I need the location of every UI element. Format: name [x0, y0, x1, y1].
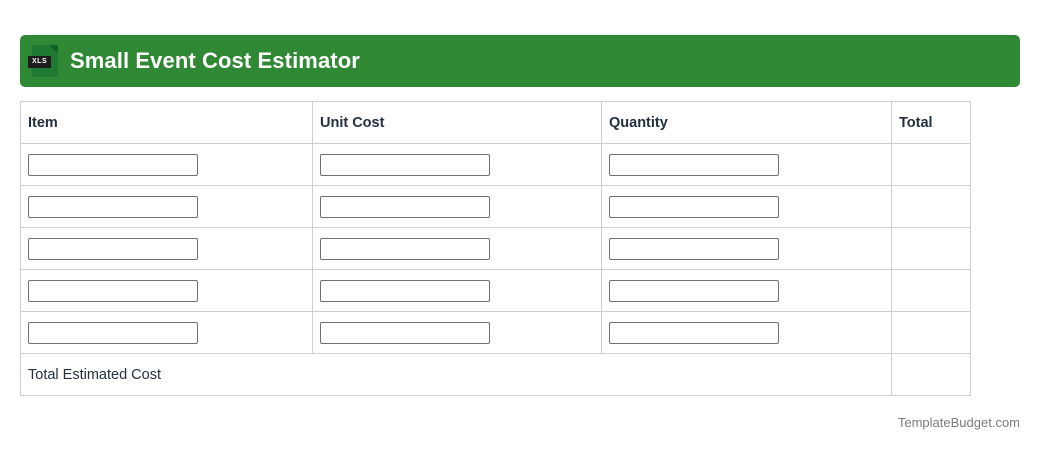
quantity-input-5[interactable]	[609, 321, 779, 344]
app-title-bar: XLS Small Event Cost Estimator	[20, 35, 1020, 87]
xls-file-icon: XLS	[28, 45, 58, 77]
table-row	[20, 311, 971, 354]
table-row	[20, 269, 971, 312]
xls-icon-label: XLS	[28, 56, 52, 68]
cell-quantity-4	[601, 269, 892, 312]
table-header: Item Unit Cost Quantity Total	[20, 101, 971, 144]
table-header-row: Item Unit Cost Quantity Total	[20, 101, 971, 144]
quantity-input-1[interactable]	[609, 153, 779, 176]
table-row	[20, 227, 971, 270]
cell-total-4	[891, 269, 971, 312]
unit-cost-input-4[interactable]	[320, 279, 490, 302]
unit-cost-input-5[interactable]	[320, 321, 490, 344]
cell-item-2	[20, 185, 313, 228]
cell-total-3	[891, 227, 971, 270]
cell-unit-cost-5	[312, 311, 602, 354]
cell-quantity-3	[601, 227, 892, 270]
cell-quantity-1	[601, 143, 892, 186]
item-input-4[interactable]	[28, 279, 198, 302]
column-header-unit-cost: Unit Cost	[312, 101, 602, 144]
item-input-2[interactable]	[28, 195, 198, 218]
column-header-total: Total	[891, 101, 971, 144]
cell-total-2	[891, 185, 971, 228]
table-row	[20, 185, 971, 228]
footer-branding: TemplateBudget.com	[897, 415, 1020, 430]
cell-item-5	[20, 311, 313, 354]
cell-total-5	[891, 311, 971, 354]
cell-unit-cost-2	[312, 185, 602, 228]
cell-item-1	[20, 143, 313, 186]
total-estimated-cost-label: Total Estimated Cost	[20, 353, 892, 396]
cell-item-3	[20, 227, 313, 270]
cell-unit-cost-4	[312, 269, 602, 312]
table-row	[20, 143, 971, 186]
item-input-3[interactable]	[28, 237, 198, 260]
table-body: Total Estimated Cost	[20, 143, 971, 396]
total-estimated-cost-value	[891, 353, 971, 396]
cell-quantity-2	[601, 185, 892, 228]
item-input-1[interactable]	[28, 153, 198, 176]
quantity-input-3[interactable]	[609, 237, 779, 260]
column-header-quantity: Quantity	[601, 101, 892, 144]
cell-unit-cost-3	[312, 227, 602, 270]
table-summary-row: Total Estimated Cost	[20, 353, 971, 396]
cell-unit-cost-1	[312, 143, 602, 186]
column-header-item: Item	[20, 101, 313, 144]
unit-cost-input-1[interactable]	[320, 153, 490, 176]
item-input-5[interactable]	[28, 321, 198, 344]
cost-estimator-table: Item Unit Cost Quantity Total	[20, 101, 971, 396]
unit-cost-input-3[interactable]	[320, 237, 490, 260]
unit-cost-input-2[interactable]	[320, 195, 490, 218]
cell-total-1	[891, 143, 971, 186]
page-title: Small Event Cost Estimator	[70, 48, 360, 73]
cell-item-4	[20, 269, 313, 312]
cell-quantity-5	[601, 311, 892, 354]
quantity-input-4[interactable]	[609, 279, 779, 302]
quantity-input-2[interactable]	[609, 195, 779, 218]
xls-icon-fold	[49, 45, 58, 54]
